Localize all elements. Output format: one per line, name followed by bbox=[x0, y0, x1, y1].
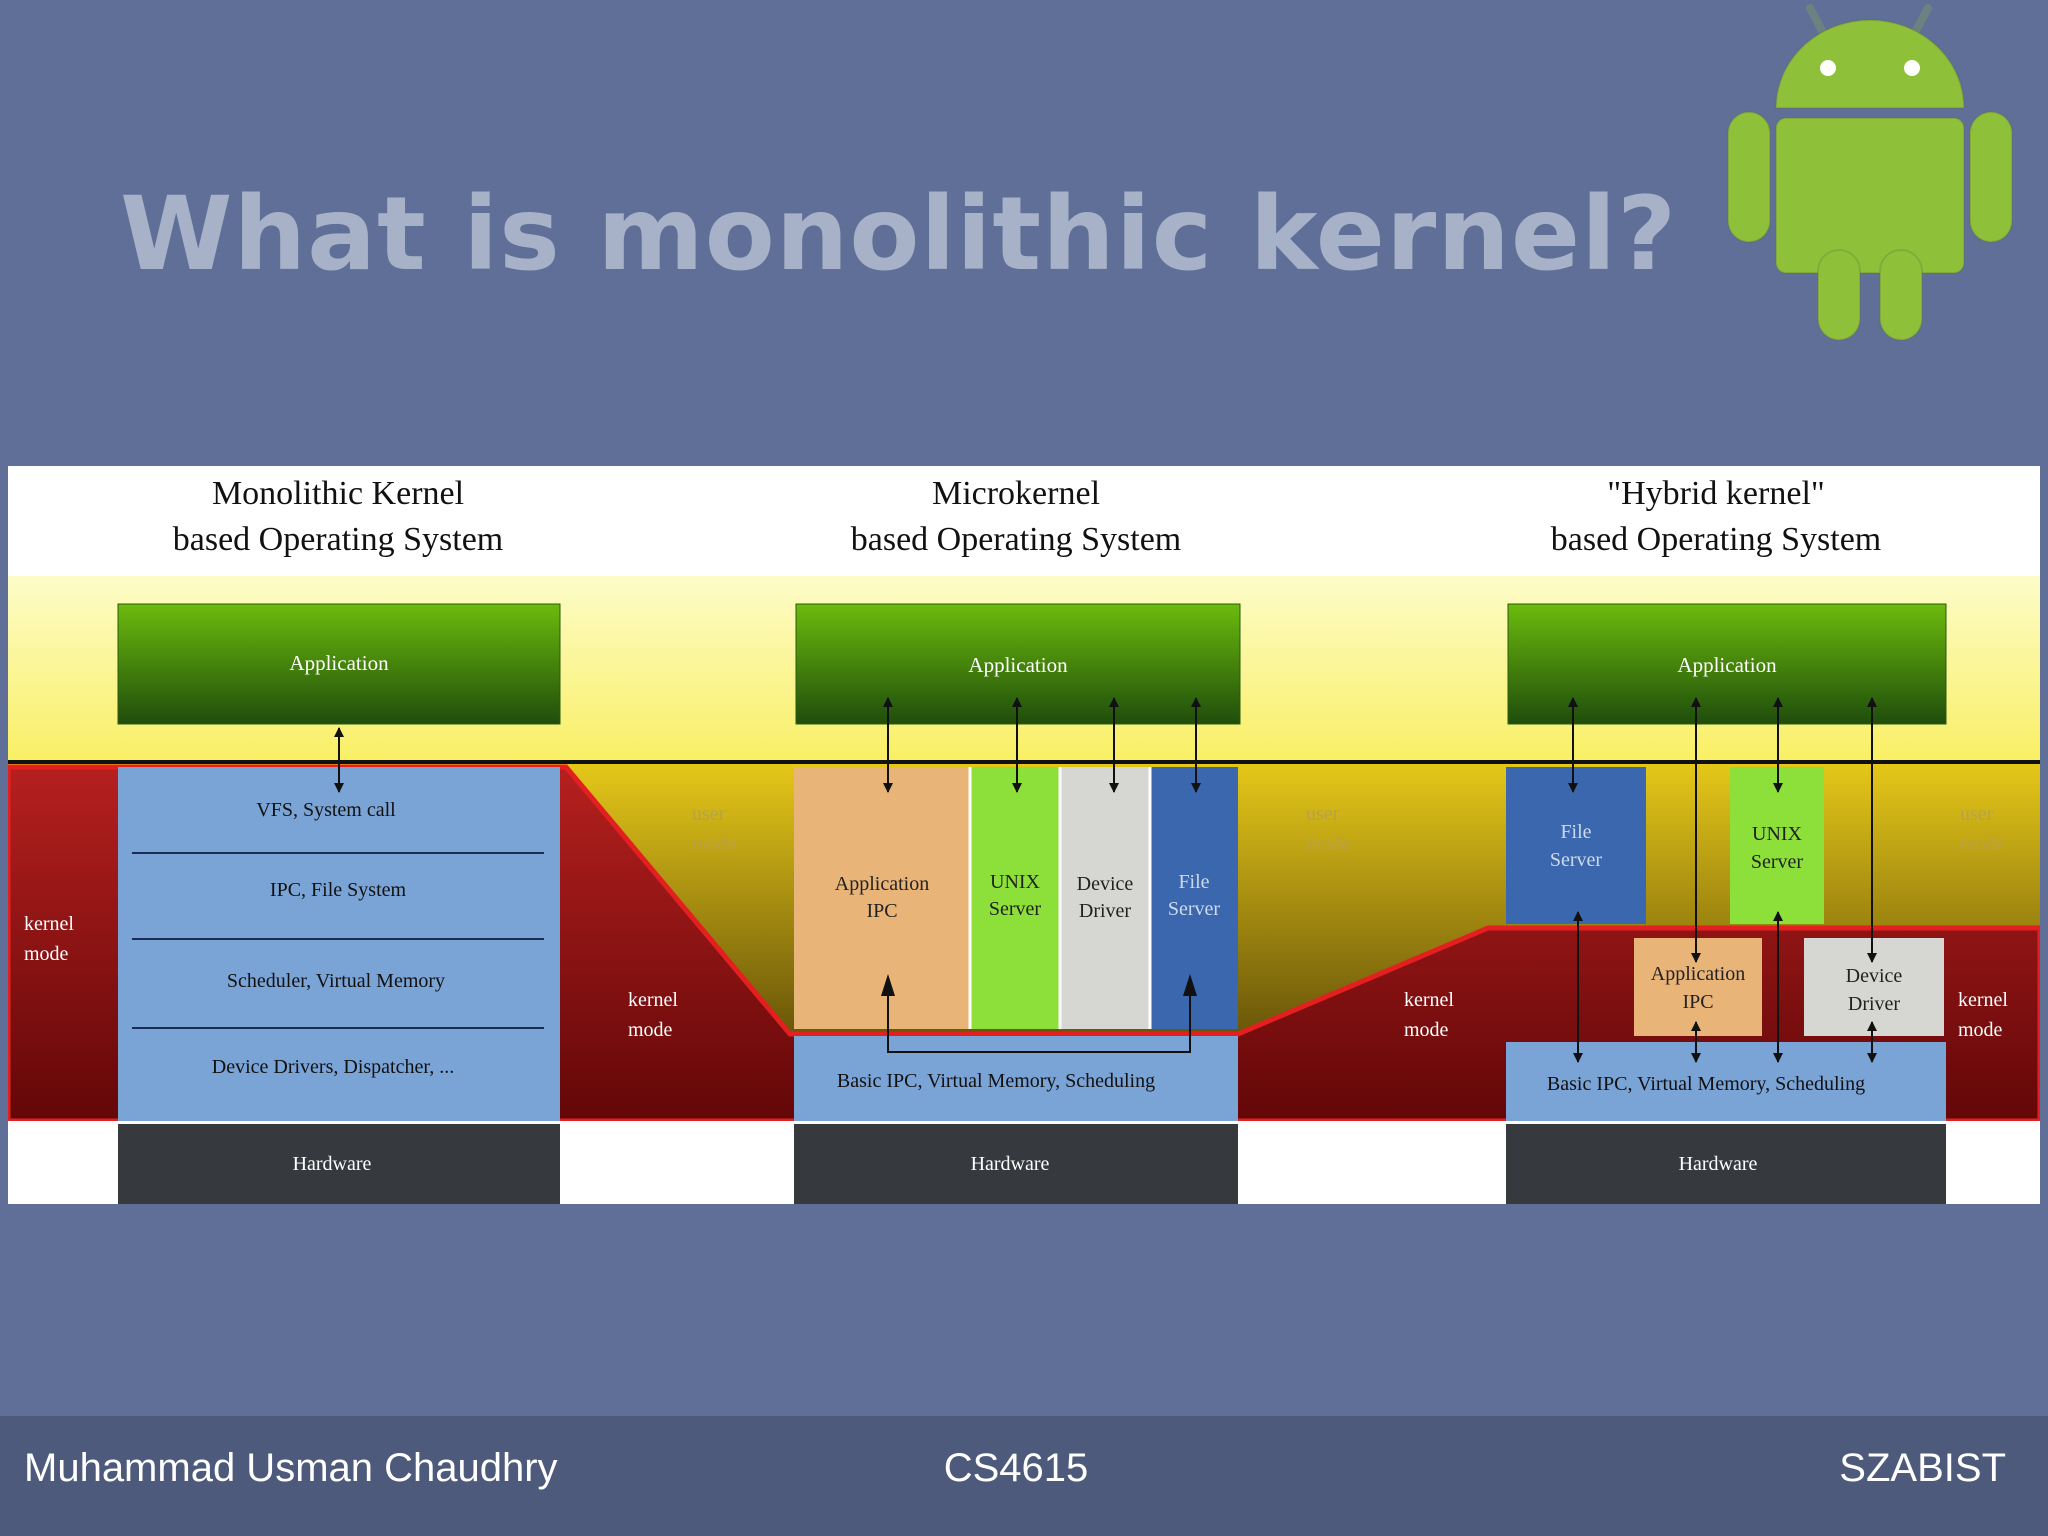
hybrid-user-server-2-line1: UNIX bbox=[1752, 823, 1803, 845]
monolithic-layer-1: VFS, System call bbox=[256, 799, 396, 821]
android-robot-icon bbox=[1727, 4, 2013, 341]
microkernel-server-2-line2: Server bbox=[989, 898, 1042, 920]
hybrid-application-label: Application bbox=[1677, 653, 1777, 677]
kernel-mode-label-left-1: kernel bbox=[24, 913, 74, 935]
hybrid-heading-line1: "Hybrid kernel" bbox=[1607, 475, 1825, 512]
user-mode-label-a1: user bbox=[692, 803, 726, 825]
microkernel-heading-line2: based Operating System bbox=[851, 521, 1182, 558]
hybrid-kernel-server-application-ipc bbox=[1634, 938, 1762, 1036]
user-mode-label-b1: user bbox=[1306, 803, 1340, 825]
microkernel-hardware-box bbox=[794, 1124, 1238, 1204]
hybrid-kernel-server-1-line2: IPC bbox=[1682, 991, 1713, 1013]
microkernel-server-4-line2: Server bbox=[1168, 898, 1221, 920]
user-mode-label-c1: user bbox=[1960, 803, 1994, 825]
user-mode-label-b2: mode bbox=[1306, 833, 1351, 855]
microkernel-server-3-line1: Device bbox=[1077, 873, 1134, 895]
hybrid-user-server-1-line2: Server bbox=[1550, 849, 1603, 871]
monolithic-application-box bbox=[117, 603, 561, 725]
microkernel-heading-line1: Microkernel bbox=[932, 475, 1100, 512]
microkernel-server-3-line2: Driver bbox=[1079, 900, 1132, 922]
microkernel-server-4-line1: File bbox=[1178, 871, 1209, 893]
kernel-mode-label-c1: kernel bbox=[1958, 989, 2008, 1011]
microkernel-server-2-line1: UNIX bbox=[990, 871, 1041, 893]
microkernel-server-application-ipc bbox=[794, 767, 970, 1029]
monolithic-layer-4: Device Drivers, Dispatcher, ... bbox=[212, 1056, 454, 1078]
hybrid-kernel-server-2-line1: Device bbox=[1846, 965, 1903, 987]
footer-author: Muhammad Usman Chaudhry bbox=[24, 1446, 558, 1490]
user-mode-label-a2: mode bbox=[692, 833, 737, 855]
kernel-mode-label-c2: mode bbox=[1958, 1019, 2003, 1041]
kernel-mode-label-left-2: mode bbox=[24, 943, 69, 965]
monolithic-heading-line2: based Operating System bbox=[173, 521, 504, 558]
hybrid-server-unix bbox=[1730, 767, 1824, 924]
microkernel-hardware-label: Hardware bbox=[971, 1153, 1050, 1175]
microkernel-kernel-box bbox=[794, 1036, 1238, 1121]
monolithic-application-label: Application bbox=[289, 651, 389, 675]
kernel-mode-label-a2: mode bbox=[628, 1019, 673, 1041]
monolithic-hardware-box bbox=[118, 1124, 560, 1204]
monolithic-layer-2: IPC, File System bbox=[270, 879, 407, 901]
microkernel-server-unix bbox=[970, 767, 1060, 1029]
microkernel-kernel-label: Basic IPC, Virtual Memory, Scheduling bbox=[837, 1070, 1155, 1092]
footer-institution: SZABIST bbox=[1839, 1446, 2006, 1490]
kernel-mode-label-b1: kernel bbox=[1404, 989, 1454, 1011]
hybrid-kernel-server-1-line1: Application bbox=[1651, 963, 1745, 985]
slide-title: What is monolithic kernel? bbox=[120, 175, 1678, 294]
hybrid-hardware-label: Hardware bbox=[1679, 1153, 1758, 1175]
hybrid-kernel-server-2-line2: Driver bbox=[1848, 993, 1901, 1015]
hybrid-user-server-1-line1: File bbox=[1560, 821, 1591, 843]
monolithic-heading-line1: Monolithic Kernel bbox=[212, 475, 464, 512]
kernel-comparison-diagram: Monolithic Kernel based Operating System… bbox=[8, 466, 2040, 1204]
kernel-mode-label-a1: kernel bbox=[628, 989, 678, 1011]
user-mode-label-c2: mode bbox=[1960, 833, 2005, 855]
hybrid-kernel-label: Basic IPC, Virtual Memory, Scheduling bbox=[1547, 1073, 1865, 1095]
microkernel-server-1-line2: IPC bbox=[866, 900, 897, 922]
microkernel-server-file bbox=[1150, 767, 1238, 1029]
microkernel-server-1-line1: Application bbox=[835, 873, 929, 895]
slide-footer: Muhammad Usman Chaudhry CS4615 SZABIST bbox=[0, 1416, 2048, 1536]
hybrid-hardware-box bbox=[1506, 1124, 1946, 1204]
hybrid-server-file bbox=[1506, 767, 1646, 924]
kernel-mode-label-b2: mode bbox=[1404, 1019, 1449, 1041]
hybrid-heading-line2: based Operating System bbox=[1551, 521, 1882, 558]
monolithic-layer-3: Scheduler, Virtual Memory bbox=[227, 970, 445, 992]
monolithic-kernel-block bbox=[118, 767, 560, 1121]
microkernel-application-label: Application bbox=[968, 653, 1068, 677]
hybrid-user-server-2-line2: Server bbox=[1751, 851, 1804, 873]
hybrid-kernel-server-device-driver bbox=[1804, 938, 1944, 1036]
monolithic-hardware-label: Hardware bbox=[293, 1153, 372, 1175]
footer-course: CS4615 bbox=[943, 1446, 1089, 1490]
microkernel-server-device-driver bbox=[1060, 767, 1150, 1029]
